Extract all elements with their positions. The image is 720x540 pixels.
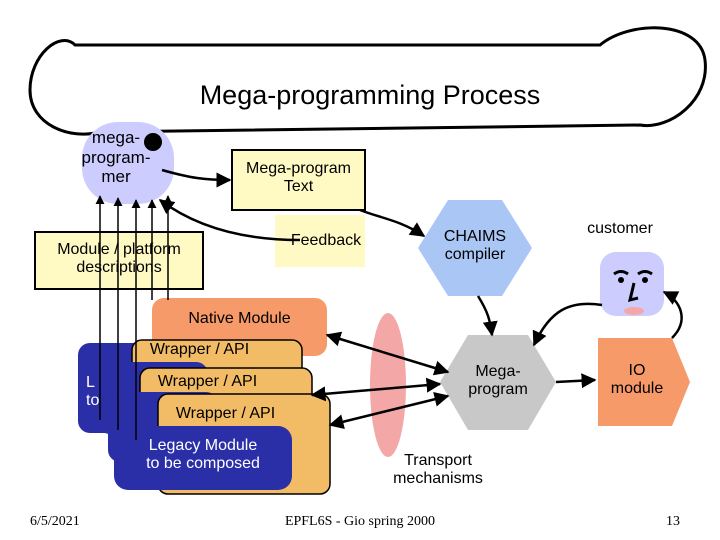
io-module-line-2: module	[610, 380, 664, 398]
connector-arrows	[158, 168, 683, 430]
customer-face	[600, 252, 664, 316]
arrow-megaprogram-to-io	[555, 373, 597, 389]
megaprogram-text-label: Mega-program Text	[232, 160, 365, 197]
megaprogrammer-line-3: mer	[101, 167, 131, 187]
description-lines	[95, 195, 173, 440]
megaprogrammer-line-1: mega-	[91, 128, 141, 147]
arrow-io-to-customer	[662, 290, 683, 339]
customer-nose	[627, 282, 639, 303]
transport-ellipse	[370, 313, 406, 457]
transport-label: Transport mechanisms	[374, 452, 502, 489]
footer-course: EPFL6S - Gio spring 2000	[284, 514, 436, 529]
legacy-module-line-1: Legacy Module	[148, 437, 258, 454]
module-platform-label: Module / platform descriptions	[35, 241, 203, 278]
legacy-module-front	[114, 426, 292, 490]
arrow-native-to-megaprogram	[325, 331, 450, 376]
module-platform-line-1: Module / platform	[57, 241, 181, 258]
chaims-line-2: compiler	[444, 246, 506, 264]
legacy-partial-label: L to	[86, 374, 106, 411]
arrow-programmer-to-text	[161, 168, 232, 188]
arrow-wrapper3-to-megaprogram	[328, 391, 450, 430]
megaprogram-label: Mega- program	[440, 363, 556, 400]
megaprogram-text-line-2: Text	[283, 178, 314, 196]
megaprogram-line-1: Mega-	[475, 363, 521, 380]
megaprogram-text-line-1: Mega-program	[246, 160, 351, 177]
megaprogram-text-box	[231, 149, 366, 211]
arrow-feedback-to-programmer	[158, 198, 301, 242]
megaprogrammer-dot	[144, 133, 162, 151]
customer-pupil-right	[642, 277, 648, 283]
slide-title: Mega-programming Process	[199, 80, 541, 110]
chaims-line-1: CHAIMS	[443, 228, 507, 245]
io-module-line-1: IO	[628, 362, 646, 379]
megaprogram-hexagon	[440, 335, 556, 430]
io-module-label: IO module	[598, 362, 676, 399]
customer-label: customer	[587, 220, 653, 237]
megaprogrammer-label: mega- program- mer	[60, 128, 172, 187]
footer-date: 6/5/2021	[30, 514, 80, 529]
arrow-compiler-to-megaprogram	[476, 295, 498, 337]
customer-eye-right	[637, 270, 653, 276]
module-platform-box	[34, 231, 204, 290]
legacy-module-line-2: to be composed	[146, 455, 260, 473]
legacy-module-label: Legacy Module to be composed	[114, 437, 292, 474]
customer-mouth	[624, 307, 644, 315]
chaims-compiler-label: CHAIMS compiler	[418, 228, 532, 265]
footer-page-number: 13	[666, 514, 680, 529]
chaims-compiler-hexagon	[418, 200, 532, 296]
module-platform-line-2: descriptions	[76, 259, 162, 277]
customer-pupil-left	[618, 277, 624, 283]
legacy-partial-line-2: to	[86, 392, 100, 410]
wrapper-api-label-1: Wrapper / API	[149, 341, 250, 358]
native-module-label: Native Module	[188, 310, 291, 327]
wrapper-api-label-2: Wrapper / API	[157, 373, 258, 390]
customer-eye-left	[613, 270, 629, 276]
title-bone-frame	[28, 26, 707, 136]
feedback-label: Feedback	[290, 232, 362, 249]
io-module-shape	[598, 338, 690, 426]
legacy-partial-line-1: L	[86, 374, 95, 391]
megaprogram-line-2: program	[468, 381, 528, 399]
transport-line-2: mechanisms	[393, 470, 483, 488]
arrow-text-to-compiler	[359, 208, 426, 238]
wrapper-api-label-3: Wrapper / API	[175, 405, 276, 422]
megaprogrammer-line-2: program-	[81, 147, 151, 167]
arrow-customer-to-io	[532, 302, 603, 347]
transport-line-1: Transport	[404, 452, 472, 469]
